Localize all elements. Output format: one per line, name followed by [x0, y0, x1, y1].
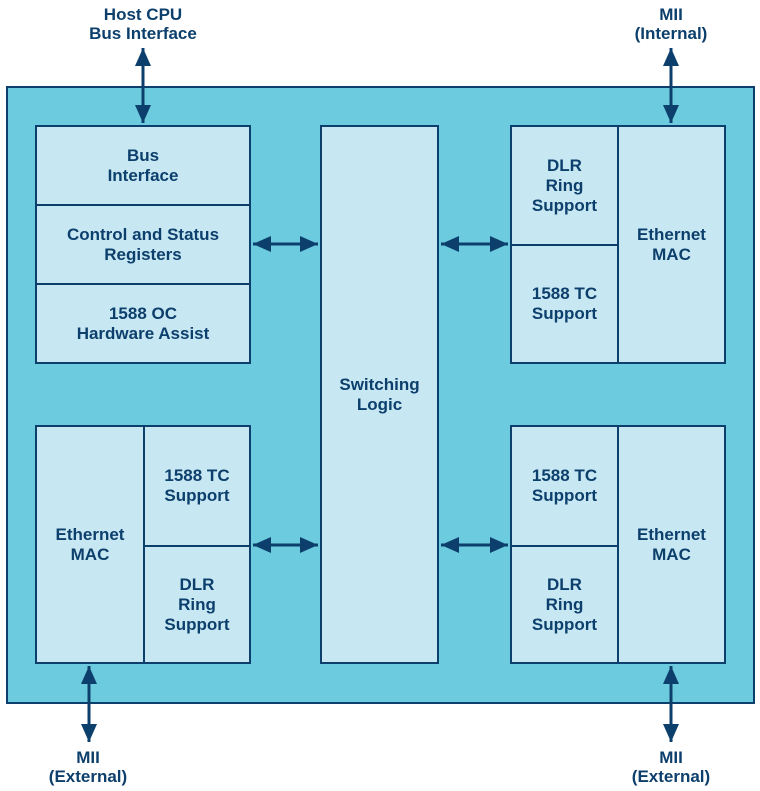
host-interface-block: Bus Interface Control and Status Registe… — [35, 125, 251, 364]
dlr-ring-support-cell: DLR Ring Support — [512, 127, 619, 246]
host-to-switch-arrow-head-start — [253, 236, 271, 252]
port-bottom-left-block: Ethernet MAC 1588 TC Support DLR Ring Su… — [35, 425, 251, 664]
host-cpu-bus-interface-label: Host CPU Bus Interface — [89, 5, 197, 43]
ethernet-mac-cell: Ethernet MAC — [637, 224, 706, 264]
port-bottom-right-block: 1588 TC Support DLR Ring Support Etherne… — [510, 425, 726, 664]
control-status-registers-cell: Control and Status Registers — [37, 206, 249, 285]
dlr-ring-support-cell: DLR Ring Support — [512, 547, 619, 662]
mii-external-right-arrow-head-end — [663, 724, 679, 742]
ethernet-mac-cell: Ethernet MAC — [637, 524, 706, 564]
mii-external-right-arrow-head-start — [663, 666, 679, 684]
tc-support-cell: 1588 TC Support — [512, 246, 619, 362]
host-cpu-arrow-head-end — [135, 105, 151, 123]
tc-support-cell: 1588 TC Support — [145, 427, 249, 547]
switch-to-port-tr-arrow-head-end — [490, 236, 508, 252]
mii-external-left-arrow-head-start — [81, 666, 97, 684]
switch-to-port-br-arrow-head-start — [441, 537, 459, 553]
mii-internal-label: MII (Internal) — [634, 5, 708, 43]
switching-logic-label: Switching Logic — [339, 374, 420, 414]
switching-logic-block: Switching Logic — [320, 125, 439, 664]
switch-to-port-br-arrow-head-end — [490, 537, 508, 553]
mii-external-right-label: MII (External) — [631, 748, 711, 786]
oc-hardware-assist-cell: 1588 OC Hardware Assist — [76, 303, 210, 343]
mii-external-left-arrow-head-end — [81, 724, 97, 742]
mii-internal-arrow-head-start — [663, 48, 679, 66]
host-to-switch-arrow-head-end — [300, 236, 318, 252]
port-bl-to-switch-arrow-head-start — [253, 537, 271, 553]
dlr-ring-support-cell: DLR Ring Support — [164, 574, 230, 634]
mii-internal-arrow-head-end — [663, 105, 679, 123]
port-bl-to-switch-arrow-head-end — [300, 537, 318, 553]
bus-interface-cell: Bus Interface — [37, 127, 249, 206]
ethernet-mac-cell: Ethernet MAC — [37, 427, 145, 662]
port-top-right-block: DLR Ring Support 1588 TC Support Etherne… — [510, 125, 726, 364]
switch-to-port-tr-arrow-head-start — [441, 236, 459, 252]
host-cpu-arrow-head-start — [135, 48, 151, 66]
mii-external-left-label: MII (External) — [48, 748, 128, 786]
tc-support-cell: 1588 TC Support — [512, 427, 619, 547]
